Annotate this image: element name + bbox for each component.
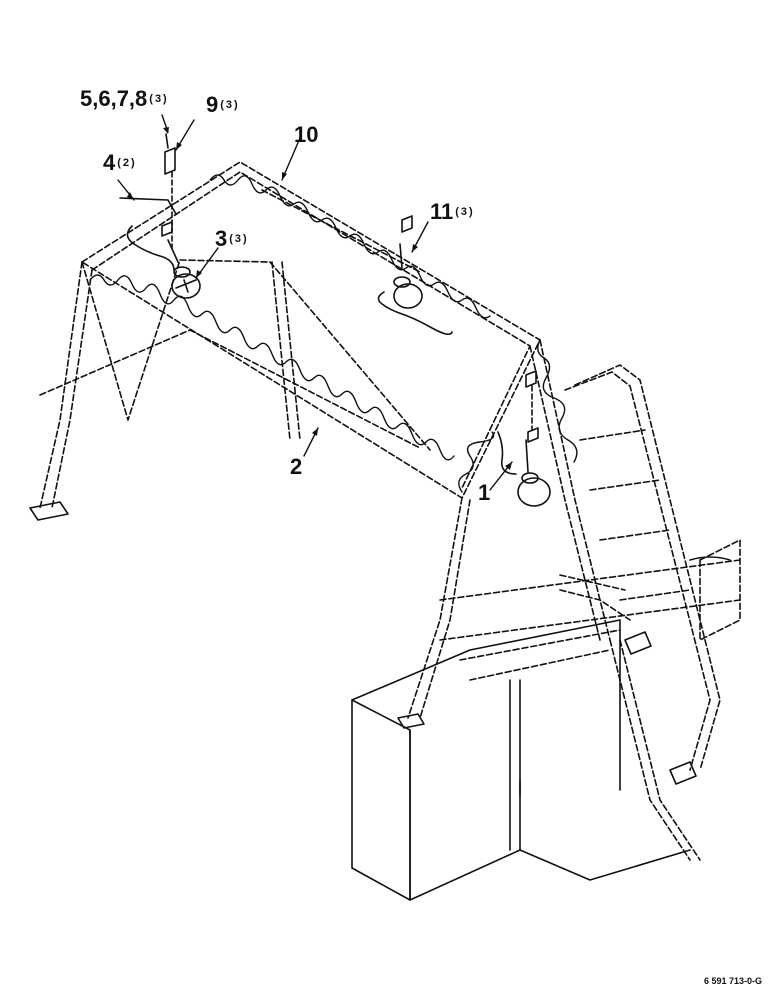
figure-number: 6 591 713-0-G xyxy=(703,976,762,986)
light-rear-right xyxy=(377,243,453,336)
callout-11: 11(3) xyxy=(430,199,475,224)
callout-10: 10 xyxy=(294,122,319,147)
callout-9: 9(3) xyxy=(206,92,240,117)
light-rear-left xyxy=(167,239,201,299)
light-front xyxy=(497,431,551,507)
callout-5-6-7-8: 5,6,7,8(3) xyxy=(80,86,169,111)
callout-2: 2 xyxy=(290,454,303,479)
side-assembly xyxy=(624,539,741,785)
mounting-hardware xyxy=(119,133,539,443)
leader-arrowheads xyxy=(127,127,512,470)
callout-3: 3(3) xyxy=(215,226,249,251)
frame-feet xyxy=(29,501,425,729)
canopy-frame xyxy=(39,161,611,719)
callout-4: 4(2) xyxy=(103,150,137,175)
ladder xyxy=(564,364,721,861)
baler-body xyxy=(351,559,741,901)
canopy-cover-edge xyxy=(89,174,578,493)
callout-1: 1 xyxy=(478,480,491,505)
